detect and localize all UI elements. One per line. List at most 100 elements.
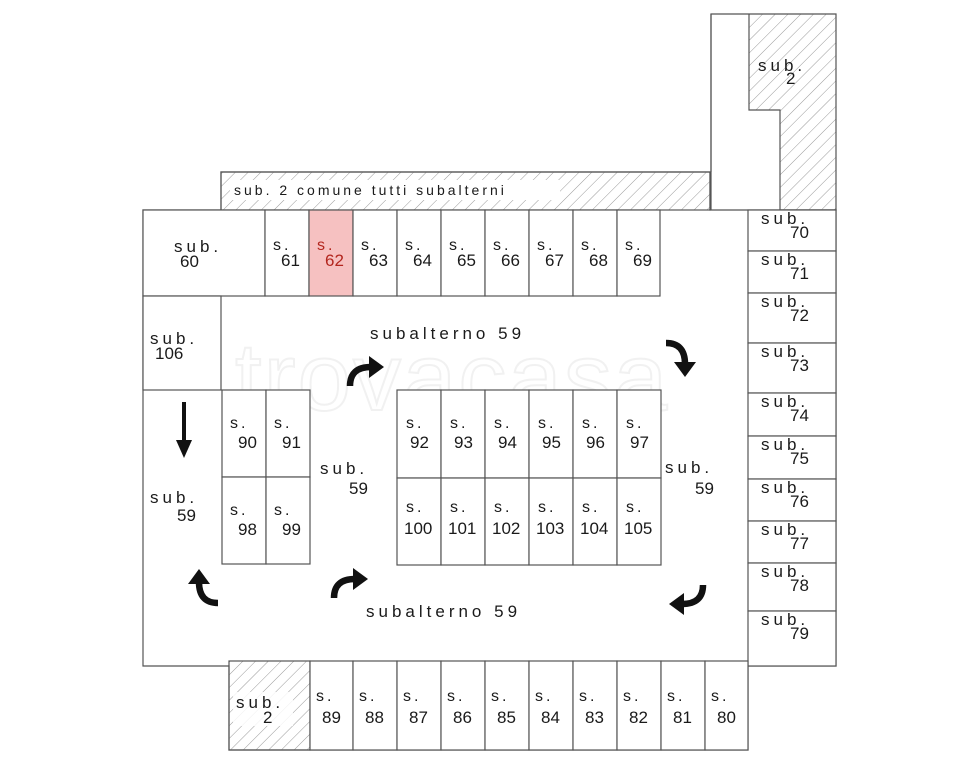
unit-label-number: 78 [790, 576, 809, 595]
unit-label-prefix: s. [230, 415, 248, 432]
unit-label-number: 93 [454, 433, 473, 452]
unit-sub-60[interactable]: sub. 60 [142, 209, 266, 297]
unit-sub-70[interactable]: sub.70 [747, 209, 837, 252]
unit-62[interactable]: s.62 [308, 209, 354, 297]
unit-104[interactable]: s.104 [572, 477, 618, 566]
traffic-arrow-icon [669, 585, 703, 615]
unit-label-number: 87 [409, 708, 428, 727]
unit-84[interactable]: s.84 [528, 660, 574, 751]
unit-label-number: 104 [580, 519, 608, 538]
unit-sub-106[interactable]: sub. 106 [142, 295, 222, 391]
unit-label-prefix: s. [450, 499, 468, 516]
unit-label-number: 90 [238, 433, 257, 452]
unit-81[interactable]: s.81 [660, 660, 706, 751]
unit-68[interactable]: s.68 [572, 209, 618, 297]
unit-103[interactable]: s.103 [528, 477, 574, 566]
traffic-arrow-icon [666, 343, 696, 377]
unit-95[interactable]: s.95 [528, 389, 574, 479]
unit-label-prefix: s. [625, 237, 643, 254]
unit-label-prefix: s. [317, 237, 335, 254]
unit-92[interactable]: s.92 [396, 389, 442, 479]
unit-90[interactable]: s.90 [221, 389, 267, 478]
unit-label-number: 89 [322, 708, 341, 727]
unit-89[interactable]: s.89 [309, 660, 354, 751]
unit-80[interactable]: s. 80 [704, 660, 749, 751]
unit-101[interactable]: s.101 [440, 477, 486, 566]
unit-sub-74[interactable]: sub.74 [747, 392, 837, 437]
unit-label-prefix: s. [711, 688, 729, 705]
unit-label-prefix: s. [359, 688, 377, 705]
unit-label-prefix: s. [538, 499, 556, 516]
unit-67[interactable]: s.67 [528, 209, 574, 297]
unit-sub-79[interactable]: sub.79 [747, 610, 837, 667]
unit-label-prefix: sub. [761, 562, 809, 581]
unit-label-prefix: s. [491, 688, 509, 705]
unit-sub-75[interactable]: sub.75 [747, 435, 837, 480]
unit-61[interactable]: s.61 [264, 209, 310, 297]
unit-94[interactable]: s.94 [484, 389, 530, 479]
unit-label-number: 75 [790, 449, 809, 468]
unit-93[interactable]: s.93 [440, 389, 486, 479]
unit-label-number: 2 [263, 708, 272, 727]
unit-sub-71[interactable]: sub.71 [747, 250, 837, 294]
unit-bottom-left-sub-2[interactable]: sub. 2 [228, 660, 311, 751]
unit-87[interactable]: s.87 [396, 660, 442, 751]
unit-label-prefix: sub. [761, 610, 809, 629]
unit-88[interactable]: s. 88 [352, 660, 398, 751]
unit-label-number: 102 [492, 519, 520, 538]
unit-64[interactable]: s.64 [396, 209, 442, 297]
unit-label-prefix: s. [274, 502, 292, 519]
unit-97[interactable]: s.97 [616, 389, 662, 479]
aisle-label-middle-number: 59 [349, 479, 368, 498]
unit-label-number: 65 [457, 251, 476, 270]
unit-105[interactable]: s.105 [616, 477, 662, 566]
unit-label-number: 66 [501, 251, 520, 270]
unit-sub-76[interactable]: sub.76 [747, 478, 837, 522]
unit-98[interactable]: s.98 [221, 476, 267, 565]
unit-82[interactable]: s.82 [616, 660, 662, 751]
unit-96[interactable]: s.96 [572, 389, 618, 479]
unit-99[interactable]: s.99 [265, 476, 311, 565]
unit-label-prefix: s. [447, 688, 465, 705]
unit-label-prefix: sub. [761, 209, 809, 228]
unit-label-prefix: s. [494, 499, 512, 516]
unit-label-prefix: sub. [761, 250, 809, 269]
unit-sub-73[interactable]: sub.73 [747, 342, 837, 394]
unit-top-right-sub-2[interactable]: sub. 2 [710, 13, 837, 211]
unit-label-number: 79 [790, 624, 809, 643]
unit-label-number: 97 [630, 433, 649, 452]
unit-label-number: 63 [369, 251, 388, 270]
unit-label-prefix: sub. [761, 478, 809, 497]
unit-label-number: 80 [717, 708, 736, 727]
unit-label-prefix: s. [405, 237, 423, 254]
unit-label-prefix: s. [623, 688, 641, 705]
unit-65[interactable]: s.65 [440, 209, 486, 297]
unit-label-prefix: sub. [174, 237, 222, 256]
unit-102[interactable]: s. 102 [484, 477, 530, 566]
unit-label-number: 2 [786, 69, 795, 88]
unit-86[interactable]: s.86 [440, 660, 486, 751]
unit-label-number: 92 [410, 433, 429, 452]
unit-label-number: 69 [633, 251, 652, 270]
unit-label-number: 88 [365, 708, 384, 727]
traffic-arrow-icon [176, 402, 192, 458]
unit-91[interactable]: s.91 [265, 389, 311, 478]
unit-100[interactable]: s.100 [396, 477, 442, 566]
unit-69[interactable]: s.69 [616, 209, 661, 297]
unit-66[interactable]: s.66 [484, 209, 530, 297]
unit-sub-78[interactable]: sub.78 [747, 562, 837, 612]
unit-sub-72[interactable]: sub.72 [747, 292, 837, 344]
unit-label-number: 74 [790, 406, 809, 425]
unit-label-prefix: s. [579, 688, 597, 705]
unit-label-prefix: sub. [236, 693, 284, 712]
unit-85[interactable]: s.85 [484, 660, 530, 751]
unit-label-number: 94 [498, 433, 517, 452]
aisle-label-right-prefix: sub. [665, 458, 713, 477]
unit-83[interactable]: s.83 [572, 660, 618, 751]
unit-label-number: 99 [282, 520, 301, 539]
unit-63[interactable]: s.63 [352, 209, 398, 297]
unit-label-number: 61 [281, 251, 300, 270]
unit-label-number: 81 [673, 708, 692, 727]
unit-sub-77[interactable]: sub.77 [747, 520, 837, 564]
aisle-label-left-number: 59 [177, 506, 196, 525]
